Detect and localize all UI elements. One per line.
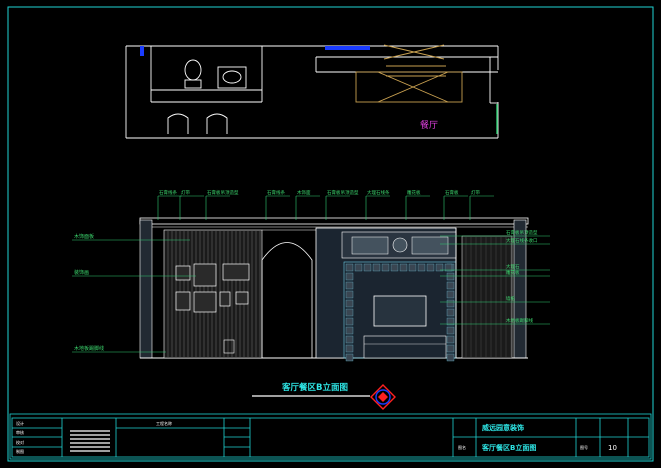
callout-label-right: 石膏板吊顶造型 (506, 229, 538, 236)
mosaic-border (345, 263, 455, 362)
picture-frames (175, 263, 250, 313)
callout-label-right: 墙纸 (506, 295, 515, 302)
callout-label-top: 灯带 (181, 189, 190, 196)
title-block-label-draw: 制图 (16, 448, 24, 454)
title-block-label-designer: 设计 (16, 420, 24, 426)
title-block-label-sheet-no: 图号 (580, 444, 588, 450)
callout-label-top: 石膏线条 (159, 189, 177, 196)
callout-label-top: 石膏板吊顶造型 (327, 189, 359, 196)
callout-label-left: 木饰面板 (74, 233, 94, 240)
callout-label-right: 木地板踢脚线 (506, 317, 533, 324)
title-block-label-review: 审核 (16, 429, 24, 435)
sheet-title: 客厅餐区B立面图 (481, 443, 536, 452)
view-title: 客厅餐区B立面图 (281, 382, 348, 393)
callout-label-top: 石膏板 (445, 189, 459, 196)
callout-label-right: 雕花板 (506, 269, 520, 276)
title-block (9, 413, 652, 460)
plan-window-marker-2 (325, 46, 370, 50)
callout-label-left: 木地板踢脚线 (74, 345, 104, 352)
callout-label-right: 大理石 (506, 263, 520, 270)
title-block-label-drawing-name: 图名 (458, 444, 466, 450)
tv-cabinet (363, 335, 447, 359)
carved-medallion (392, 237, 408, 253)
callout-label-right: 大理石线条收口 (506, 237, 538, 244)
project-name: 威远园意装饰 (482, 423, 524, 432)
plan-room-label: 餐厅 (420, 119, 438, 131)
callout-label-top: 雕花板 (407, 189, 421, 196)
title-block-filler-lines (70, 430, 110, 452)
plan-view (125, 44, 499, 139)
north-symbol-icon (370, 384, 396, 410)
callout-label-top: 灯带 (471, 189, 480, 196)
callout-annotations: 木饰面板装饰画木地板踢脚线石膏线条灯带石膏板吊顶造型石膏线条木饰面石膏板吊顶造型… (72, 189, 550, 353)
plan-window-marker (140, 46, 144, 56)
callout-label-top: 木饰面 (297, 189, 311, 196)
callout-label-left: 装饰画 (74, 269, 89, 276)
outlet-plate (223, 339, 235, 354)
title-block-label-check: 校对 (16, 439, 24, 445)
sheet-border (7, 6, 654, 462)
tv-screen (373, 295, 427, 327)
title-block-label-project: 工程名称 (156, 420, 172, 426)
callout-label-top: 大理石线条 (367, 189, 390, 196)
callout-label-top: 石膏线条 (267, 189, 285, 196)
callout-label-top: 石膏板吊顶造型 (207, 189, 239, 196)
arch-opening (261, 242, 313, 358)
sheet-number: 10 (608, 444, 617, 452)
elevation-view (139, 217, 529, 362)
